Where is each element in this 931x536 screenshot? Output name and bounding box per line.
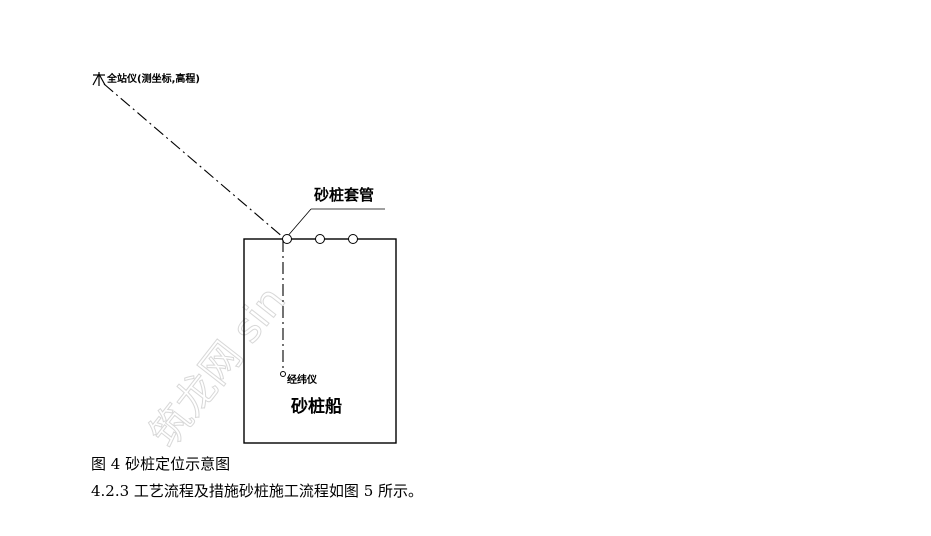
total-station-label: 全站仪(测坐标,高程) xyxy=(106,72,200,85)
theodolite-label: 经纬仪 xyxy=(287,373,318,386)
watermark-text: 筑龙网 sin xyxy=(142,278,295,456)
casing-leader-line xyxy=(285,208,312,239)
total-station-icon xyxy=(92,72,106,86)
casing-circle xyxy=(282,234,292,244)
sand-pile-casing-label: 砂桩套管 xyxy=(314,186,374,204)
sand-pile-ship-label: 砂桩船 xyxy=(291,396,342,417)
casing-circle xyxy=(348,234,358,244)
casing-circle xyxy=(315,234,325,244)
sight-line-total-station xyxy=(103,83,285,239)
figure-caption: 图 4 砂桩定位示意图 xyxy=(91,455,231,473)
theodolite-marker-icon xyxy=(280,371,286,377)
section-text: 4.2.3 工艺流程及措施砂桩施工流程如图 5 所示。 xyxy=(91,482,424,500)
watermark: 筑龙网 sin xyxy=(141,278,295,457)
